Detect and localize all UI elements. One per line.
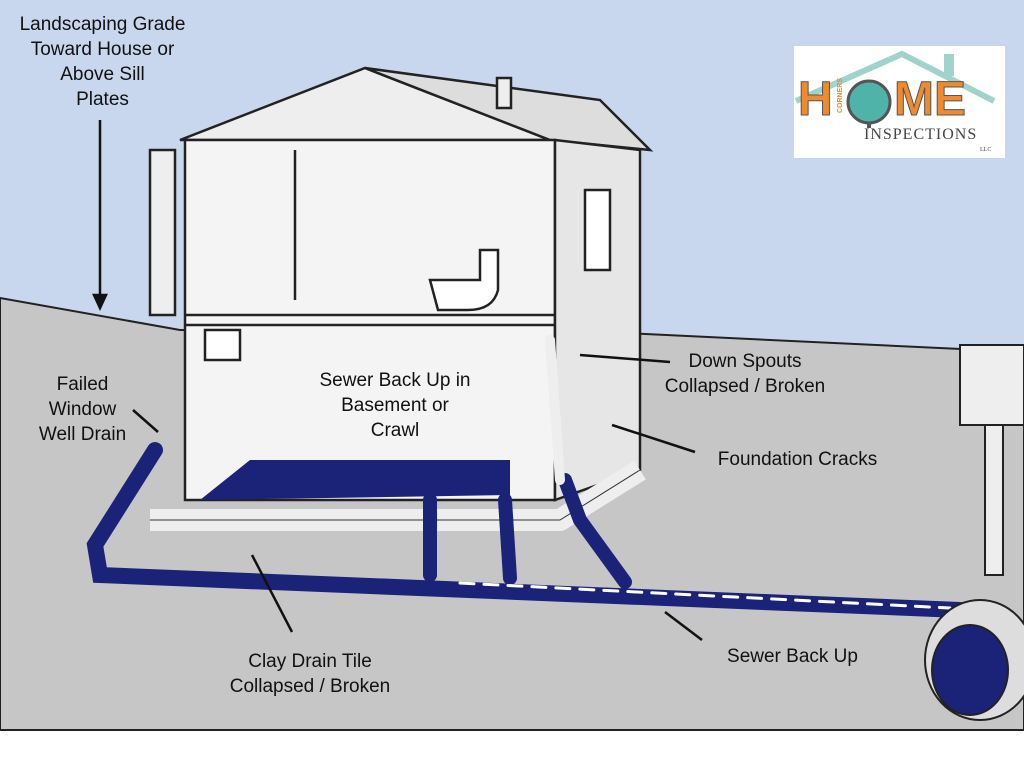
logo-i: I <box>864 126 871 143</box>
label-line: Plates <box>76 89 129 110</box>
label-foundation-cracks: Foundation Cracks <box>717 449 878 470</box>
logo-llc: LLC <box>980 147 992 153</box>
label-line: Basement or <box>341 395 449 416</box>
company-logo: H CORNERS ME INSPECTIONS LLC <box>794 46 1005 158</box>
drain-tile-outline <box>150 469 641 521</box>
basement-water <box>200 460 510 500</box>
logo-inspections-text: NSPECTIONS <box>870 126 978 143</box>
logo-h: H <box>798 73 834 126</box>
sewer-lines <box>86 335 968 618</box>
label-line: Toward House or <box>30 39 175 60</box>
label-line: Window <box>48 399 117 420</box>
label-line: Sewer Back Up in <box>319 370 471 391</box>
logo-me: ME <box>894 73 967 126</box>
callout-arrows <box>92 120 703 641</box>
label-window-well: Failed Window Well Drain <box>20 372 145 447</box>
label-clay-drain-tile: Clay Drain Tile Collapsed / Broken <box>200 649 420 699</box>
label-line: Collapsed / Broken <box>229 676 391 697</box>
label-sewer-back-up: Sewer Back Up <box>727 646 858 667</box>
logo-inspections: INSPECTIONS <box>864 126 977 144</box>
label-line: Above Sill <box>60 64 145 85</box>
label-line: Crawl <box>370 420 420 441</box>
label-line: Down Spouts <box>688 351 802 372</box>
label-line: Landscaping Grade <box>19 14 186 35</box>
label-line: Failed <box>56 374 109 395</box>
label-line: Well Drain <box>38 424 127 445</box>
house <box>148 66 654 502</box>
label-down-spouts: Down Spouts Collapsed / Broken <box>640 349 850 399</box>
label-line: Clay Drain Tile <box>248 651 372 672</box>
logo-graphic <box>794 50 996 128</box>
label-sewer-basement: Sewer Back Up in Basement or Crawl <box>290 368 500 443</box>
label-line: Collapsed / Broken <box>664 376 826 397</box>
logo-corners: CORNERS <box>837 78 844 114</box>
street-drain <box>924 344 1024 721</box>
label-landscaping-grade: Landscaping Grade Toward House or Above … <box>0 12 205 112</box>
